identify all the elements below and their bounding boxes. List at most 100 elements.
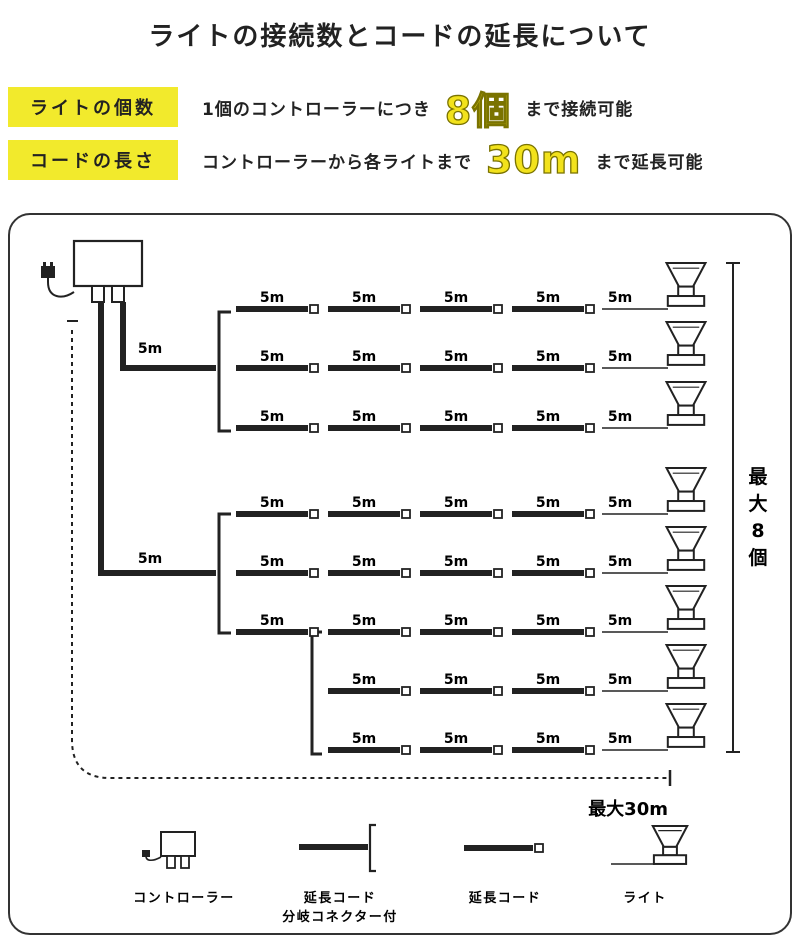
cord-connector: [309, 363, 319, 373]
cord-connector: [401, 568, 411, 578]
segment-length-label: 5m: [352, 613, 376, 629]
light-count-tag: ライトの個数: [8, 87, 178, 127]
cord-connector: [585, 568, 595, 578]
cord-connector: [493, 304, 503, 314]
light-count-text-pre: 1個のコントローラーにつき: [202, 99, 431, 120]
diagram-panel: [8, 213, 792, 935]
cord-connector: [585, 363, 595, 373]
max-lights-char-4: 個: [747, 547, 767, 569]
max-length-indicator: 最大30m: [67, 320, 672, 820]
segment-length-label: 5m: [536, 554, 560, 570]
segment-length-label: 5m: [608, 290, 632, 306]
cord-length-row: コードの長さ コントローラーから各ライトまで 30m まで延長可能: [8, 137, 704, 183]
cord-connector: [401, 627, 411, 637]
segment-length-label: 5m: [260, 554, 284, 570]
cord-length-text-pre: コントローラーから各ライトまで: [202, 152, 472, 173]
trunk-length-label: 5m: [138, 341, 162, 357]
legend-splitter-cord-label-line1: 延長コード: [303, 890, 377, 906]
segment-length-label: 5m: [608, 349, 632, 365]
light-count-text-post: まで接続可能: [525, 99, 634, 120]
lights: [664, 262, 708, 748]
light-fixture-icon: [664, 644, 708, 689]
cord-connector: [309, 627, 319, 637]
segment-length-label: 5m: [444, 554, 468, 570]
cord-connector: [585, 745, 595, 755]
cord-connector: [493, 363, 503, 373]
light-fixture-icon: [664, 381, 708, 426]
cord-connector: [493, 423, 503, 433]
segment-length-label: 5m: [608, 613, 632, 629]
segment-length-label: 5m: [352, 731, 376, 747]
cord-connector: [585, 509, 595, 519]
segment-length-label: 5m: [444, 731, 468, 747]
controller-icon: [41, 239, 144, 303]
legend-controller-label: コントローラー: [133, 891, 235, 906]
cord-connector: [585, 627, 595, 637]
legend-light-label: ライト: [623, 891, 667, 906]
segment-length-label: 5m: [608, 731, 632, 747]
segment-length-label: 5m: [352, 290, 376, 306]
legend: コントローラー 延長コード 分岐コネクター付 延長コード ライト: [133, 823, 689, 925]
segment-labels: 5m 5m 5m 5m 5m 5m 5m 5m 5m 5m 5m 5m 5m 5m 5m 5m 5m 5m 5m 5m…: [138, 290, 632, 747]
segment-length-label: 5m: [444, 613, 468, 629]
segment-length-label: 5m: [352, 409, 376, 425]
cord-connector: [401, 304, 411, 314]
legend-splitter-cord-icon: [299, 823, 376, 873]
segment-length-label: 5m: [608, 554, 632, 570]
cord-connector: [493, 745, 503, 755]
splitter-brackets: [217, 310, 322, 756]
segment-length-label: 5m: [352, 495, 376, 511]
legend-extension-cord-label: 延長コード: [468, 890, 542, 906]
segment-length-label: 5m: [260, 349, 284, 365]
light-fixture-icon: [664, 585, 708, 630]
cord-connector: [309, 568, 319, 578]
cord-connector: [309, 423, 319, 433]
cord-connector: [309, 304, 319, 314]
segment-length-label: 5m: [536, 409, 560, 425]
light-fixture-icon: [664, 467, 708, 512]
legend-splitter-cord-label-line2: 分岐コネクター付: [282, 909, 397, 925]
cord-connector: [493, 509, 503, 519]
segment-length-label: 5m: [444, 409, 468, 425]
segment-length-label: 5m: [536, 613, 560, 629]
max-lights-char-3: 8: [751, 520, 764, 542]
legend-light-fixture: [651, 825, 689, 865]
light-fixture-icon: [664, 526, 708, 571]
cord-connector: [585, 304, 595, 314]
segment-length-label: 5m: [260, 613, 284, 629]
segment-length-label: 5m: [536, 495, 560, 511]
segment-length-label: 5m: [608, 495, 632, 511]
segment-length-label: 5m: [260, 409, 284, 425]
legend-extension-cord-icon: [464, 843, 544, 853]
max-lights-char-1: 最: [748, 466, 768, 488]
cord-connector: [493, 568, 503, 578]
cord-connector: [401, 745, 411, 755]
cord-connector: [309, 509, 319, 519]
segment-length-label: 5m: [260, 495, 284, 511]
light-fixture-icon: [664, 321, 708, 366]
cord-connector: [401, 509, 411, 519]
max-length-label: 最大30m: [588, 798, 668, 820]
segment-length-label: 5m: [536, 290, 560, 306]
trunk-length-label: 5m: [138, 551, 162, 567]
segment-length-label: 5m: [536, 672, 560, 688]
max-lights-indicator: 最 大 8 個: [726, 262, 773, 753]
segment-length-label: 5m: [536, 349, 560, 365]
cord-length-text-post: まで延長可能: [595, 152, 704, 173]
segment-length-label: 5m: [352, 349, 376, 365]
segment-length-label: 5m: [444, 290, 468, 306]
trunk-cords: [98, 302, 216, 576]
cord-connector: [401, 686, 411, 696]
max-lights-char-2: 大: [748, 492, 767, 515]
cord-length-tag: コードの長さ: [8, 140, 178, 180]
cord-connector: [493, 627, 503, 637]
cord-connector: [493, 686, 503, 696]
segment-length-label: 5m: [608, 672, 632, 688]
cord-connector: [401, 423, 411, 433]
extension-segments: [236, 304, 668, 755]
segment-length-label: 5m: [352, 672, 376, 688]
light-count-big: 8個: [444, 88, 512, 133]
light-fixture-icon: [664, 703, 708, 748]
legend-light-icon: [611, 825, 689, 865]
